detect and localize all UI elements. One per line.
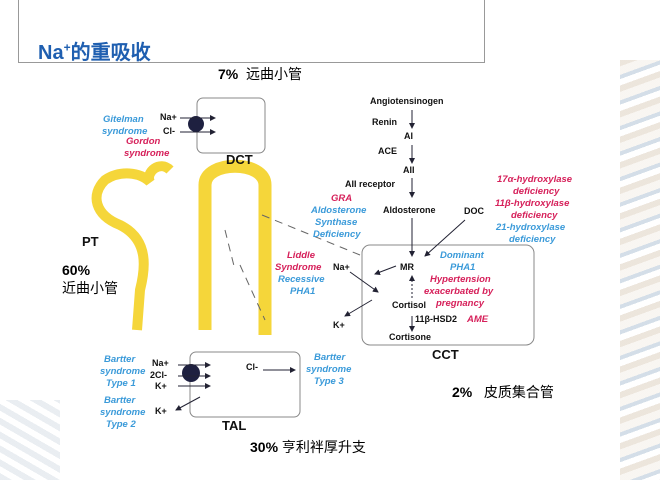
cct-cell: [361, 244, 535, 346]
diagram-label: Type 3: [314, 376, 344, 387]
diagram-label: AME: [466, 314, 489, 325]
diagram-label: GRA: [331, 193, 352, 204]
header-frame: [18, 0, 485, 63]
diagram-label: CCT: [432, 347, 459, 362]
diagram-label: Gordon: [126, 136, 160, 147]
diagram-label: Angiotensinogen: [370, 96, 444, 106]
diagram-label: Bartter: [104, 354, 136, 365]
diagram-label: Synthase: [315, 217, 358, 228]
diagram-label: deficiency: [513, 186, 560, 197]
diagram-label: Recessive: [278, 274, 325, 285]
diagram-label: exacerbated by: [424, 286, 494, 297]
diagram-label: syndrome: [124, 148, 170, 159]
diagram-label: deficiency: [509, 234, 556, 245]
diagram-label: PT: [82, 234, 99, 249]
diagram-label: TAL: [222, 418, 246, 433]
diagram-label: Bartter: [104, 395, 136, 406]
transporter-tal: [182, 364, 200, 382]
diagram-label: AI: [404, 131, 413, 141]
diagram-label: 11β-HSD2: [415, 314, 457, 324]
diagram-label: Aldosterone: [310, 205, 367, 216]
diagram-label: Hypertension: [430, 274, 491, 285]
diagram-label: 2Cl-: [150, 370, 167, 380]
diagram-label: syndrome: [102, 126, 148, 137]
diagram-label: Na+: [152, 358, 169, 368]
diagram-label: Aldosterone: [383, 205, 436, 215]
slide-title: Na+的重吸收: [38, 40, 151, 64]
diagram-label: syndrome: [306, 364, 352, 375]
diagram-label: syndrome: [100, 366, 146, 377]
diagram-label: Deficiency: [313, 229, 361, 240]
diagram-label: Syndrome: [275, 262, 322, 273]
diagram-label: 11β-hydroxylase: [495, 198, 570, 209]
decorative-corner: [0, 400, 60, 480]
diagram-label: K+: [155, 406, 167, 416]
diagram-label: Cl-: [246, 362, 258, 372]
diagram-label: Gitelman: [103, 114, 144, 125]
diagram-label: ACE: [378, 146, 397, 156]
label-tal-pct: 30% 亨利袢厚升支: [250, 439, 366, 455]
diagram-label: Renin: [372, 117, 397, 127]
label-pt-pct: 60%近曲小管: [62, 262, 118, 296]
diagram-label: 17α-hydroxylase: [497, 174, 573, 185]
dct-cell: [196, 97, 266, 154]
diagram-label: Cortisone: [389, 332, 431, 342]
diagram-label: Dominant: [440, 250, 485, 261]
diagram-label: Liddle: [287, 250, 316, 261]
diagram-label: Type 2: [106, 419, 136, 430]
diagram-label: PHA1: [290, 286, 315, 297]
diagram-label: PHA1: [450, 262, 475, 273]
transporter-dct: [188, 116, 204, 132]
label-dct-pct: 7% 远曲小管: [218, 66, 303, 82]
diagram-label: pregnancy: [435, 298, 485, 309]
diagram-label: DOC: [464, 206, 485, 216]
proximal-tubule: [91, 161, 174, 331]
label-cct-pct: 2% 皮质集合管: [452, 384, 554, 400]
diagram-label: Cortisol: [392, 300, 426, 310]
loop-tubule: [198, 159, 272, 335]
diagram-label: 21-hydroxylase: [495, 222, 566, 233]
diagram-label: AII receptor: [345, 179, 396, 189]
diagram-label: deficiency: [511, 210, 558, 221]
diagram-label: Na+: [333, 262, 350, 272]
diagram-label: AII: [403, 165, 415, 175]
diagram-label: MR: [400, 262, 414, 272]
diagram-label: K+: [333, 320, 345, 330]
diagram-label: Na+: [160, 112, 177, 122]
diagram-label: Bartter: [314, 352, 346, 363]
diagram-label: K+: [155, 381, 167, 391]
diagram-label: Cl-: [163, 126, 175, 136]
diagram-label: syndrome: [100, 407, 146, 418]
decorative-border: [620, 60, 660, 480]
tal-cell: [189, 351, 301, 418]
diagram-label: DCT: [226, 152, 253, 167]
diagram-label: Type 1: [106, 378, 136, 389]
